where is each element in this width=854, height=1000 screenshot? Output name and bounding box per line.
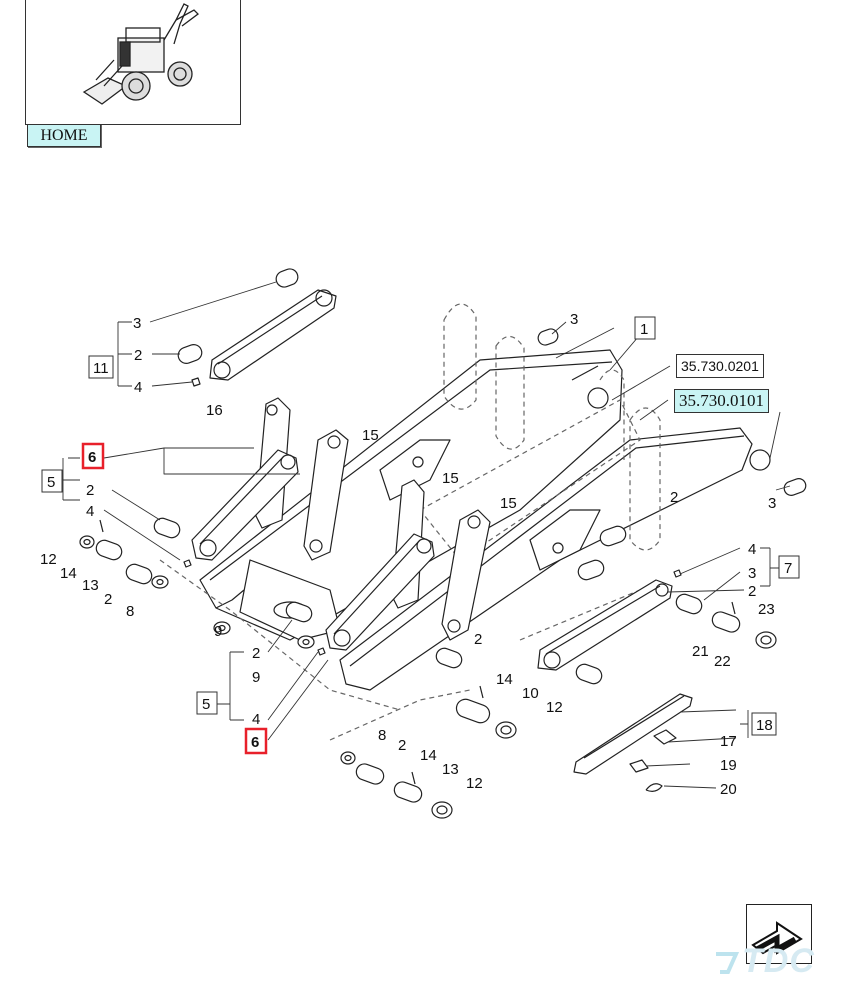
callout-8: 8: [126, 603, 134, 620]
link-arm-pair-lower: [325, 479, 435, 651]
link-plate-15-left: [303, 429, 349, 561]
callout-4: 4: [134, 379, 142, 396]
backhoe-loader-thumbnail-icon: [82, 3, 199, 105]
callout-2: 2: [748, 583, 756, 600]
home-button[interactable]: HOME: [27, 124, 101, 147]
boxed-callouts: 1 11 5 5 7 18 6 6: [41, 316, 800, 755]
callout-3: 3: [570, 311, 578, 328]
next-page-button[interactable]: [746, 904, 812, 964]
callout-4: 4: [252, 711, 260, 728]
callout-23: 23: [758, 601, 775, 618]
hidden-line-outlines: [159, 303, 661, 741]
pins-and-bushings: [79, 328, 807, 819]
reference-link-35-730-0101[interactable]: 35.730.0101: [674, 389, 769, 413]
highlighted-callout-6: 6: [251, 734, 259, 751]
callout-13: 13: [82, 577, 99, 594]
callout-2: 2: [104, 591, 112, 608]
callout-2: 2: [670, 489, 678, 506]
callout-3: 3: [133, 315, 141, 332]
callout-15: 15: [500, 495, 517, 512]
upper-link-arm: [177, 268, 337, 387]
callout-12: 12: [40, 551, 57, 568]
callout-19: 19: [720, 757, 737, 774]
guard-plate-18: [573, 693, 693, 792]
callout-14: 14: [420, 747, 437, 764]
callout-2: 2: [474, 631, 482, 648]
boxed-callout-1: 1: [640, 321, 648, 338]
callout-9: 9: [214, 623, 222, 640]
callout-numbers: 3 2 4 16 15 15 15 2 4 12 14 13 2 8 9 2 9…: [40, 311, 776, 798]
boxed-callout-18: 18: [756, 717, 773, 734]
callout-4: 4: [86, 503, 94, 520]
callout-22: 22: [714, 653, 731, 670]
callout-12: 12: [546, 699, 563, 716]
callout-3: 3: [768, 495, 776, 512]
callout-9: 9: [252, 669, 260, 686]
callout-2: 2: [398, 737, 406, 754]
callout-2: 2: [252, 645, 260, 662]
callout-13: 13: [442, 761, 459, 778]
callout-10: 10: [522, 685, 539, 702]
callout-15: 15: [442, 470, 459, 487]
callout-4: 4: [748, 541, 756, 558]
callout-3: 3: [748, 565, 756, 582]
machine-thumbnail: [25, 0, 241, 125]
callout-2: 2: [134, 347, 142, 364]
callout-12: 12: [466, 775, 483, 792]
callout-16: 16: [206, 402, 223, 419]
callout-8: 8: [378, 727, 386, 744]
link-arm-pair-upper: [191, 397, 299, 561]
highlighted-callout-6: 6: [88, 449, 96, 466]
reference-label-35-730-0201: 35.730.0201: [676, 354, 764, 378]
boxed-callout-5: 5: [47, 474, 55, 491]
leader-lines: [62, 281, 791, 789]
link-plate-15-right: [441, 509, 491, 641]
tdc-logo-icon: [716, 952, 740, 974]
callout-15: 15: [362, 427, 379, 444]
callout-14: 14: [60, 565, 77, 582]
callout-17: 17: [720, 733, 737, 750]
boxed-callout-7: 7: [784, 560, 792, 577]
callout-21: 21: [692, 643, 709, 660]
callout-2: 2: [86, 482, 94, 499]
callout-14: 14: [496, 671, 513, 688]
boxed-callout-11: 11: [93, 360, 109, 377]
tdc-watermark: TDC: [742, 942, 815, 980]
link-arm-7: [537, 579, 673, 671]
boxed-callout-5: 5: [202, 696, 210, 713]
arrow-return-icon: [751, 921, 803, 955]
callout-20: 20: [720, 781, 737, 798]
